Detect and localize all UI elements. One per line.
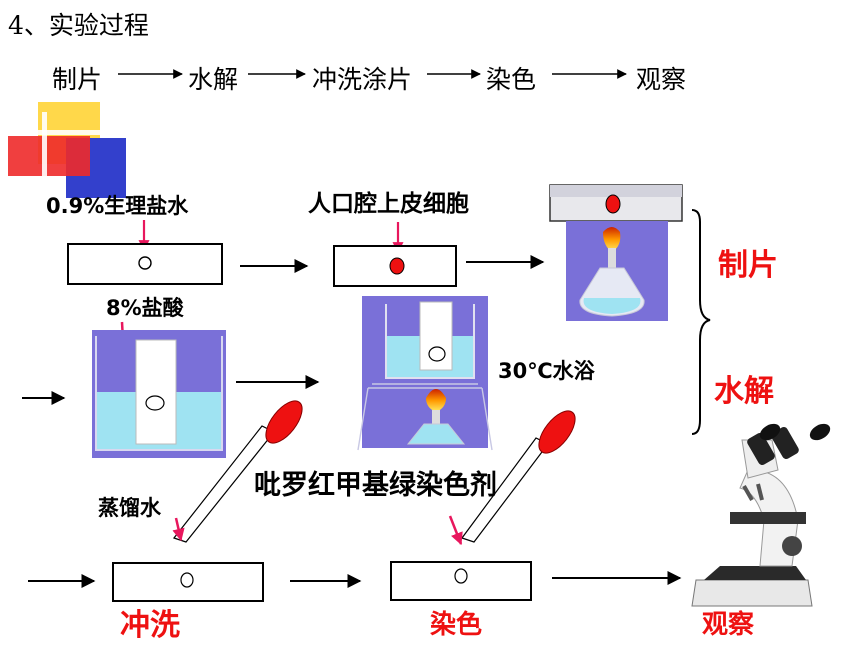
flow-step-dye: 染色 — [486, 65, 537, 94]
stage-hydrolysis: 水解 — [714, 374, 774, 409]
slide-dye — [390, 515, 532, 601]
stage-make: 制片 — [718, 248, 778, 283]
dropper-2-illustration — [461, 410, 576, 543]
water-bath-illustration — [357, 296, 493, 451]
hcl-beaker-illustration — [92, 321, 226, 458]
decorative-squares — [8, 102, 126, 198]
slide-saline — [67, 220, 223, 285]
stage-observe: 观察 — [702, 610, 755, 640]
microscope-illustration — [691, 423, 831, 607]
flow-step-make: 制片 — [52, 65, 103, 94]
flow-step-rinse-smear: 冲洗涂片 — [312, 65, 413, 94]
stage-brace — [691, 209, 711, 435]
heat-fix-illustration — [549, 184, 683, 321]
label-cells: 人口腔上皮细胞 — [308, 191, 469, 217]
label-stain: 吡罗红甲基绿染色剂 — [254, 470, 497, 501]
label-saline: 0.9%生理盐水 — [46, 194, 189, 218]
slide-cells — [333, 222, 457, 287]
label-water-bath: 30℃水浴 — [498, 359, 595, 383]
flow-step-hydrolysis: 水解 — [188, 65, 239, 94]
label-hcl: 8%盐酸 — [106, 296, 184, 320]
label-distilled-water: 蒸馏水 — [98, 496, 161, 520]
flow-step-observe: 观察 — [636, 65, 687, 94]
stage-dye: 染色 — [430, 610, 483, 640]
stage-rinse: 冲洗 — [120, 608, 180, 643]
slide-rinse — [112, 517, 264, 602]
section-title: 4、实验过程 — [8, 11, 149, 40]
